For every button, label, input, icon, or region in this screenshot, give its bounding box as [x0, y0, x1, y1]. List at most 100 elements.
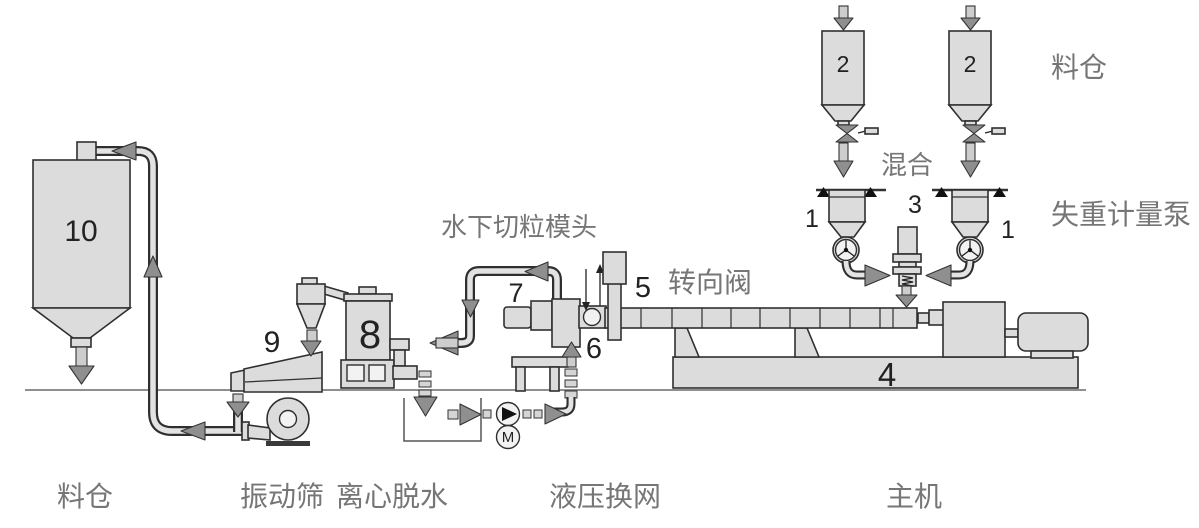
rotor-hub [843, 247, 849, 253]
number-2: 2 [837, 51, 850, 77]
flow-arrow-right-icon [864, 264, 891, 287]
thin-arrow-up-icon [596, 264, 604, 273]
number-8: 8 [359, 313, 381, 357]
flow-arrow-down-icon [68, 365, 95, 385]
infeed-arrow-shaft [965, 5, 976, 20]
hose-segment [564, 379, 578, 388]
valve-actuator [602, 251, 627, 285]
flow-arrow-left-icon [524, 261, 549, 282]
blower-outlet [247, 424, 271, 441]
weigh-mount-icon [935, 187, 948, 197]
number-7: 7 [508, 278, 523, 308]
hopper-stub [837, 120, 850, 126]
label-centrifugal-dewatering: 离心脱水 [336, 481, 448, 512]
hopper-body [821, 30, 865, 106]
flow-arrow-down-icon [413, 396, 438, 417]
flow-arrow-down-icon [833, 17, 854, 31]
flow-arrow-down-icon [833, 160, 854, 178]
flow-arrow-down-icon [960, 17, 981, 31]
flow-arrow-right-icon [544, 403, 567, 425]
water-tank [403, 398, 482, 442]
pellet-water-pipe [429, 261, 562, 356]
hopper-right: 2 [947, 5, 1006, 178]
dryer-top-cap [358, 286, 377, 295]
hopper-cone [947, 104, 993, 122]
valve-handle [991, 127, 1006, 135]
stand-leg [515, 366, 526, 392]
dryer-lid [343, 293, 393, 302]
gearbox [942, 301, 1006, 358]
motor-shaft [1004, 328, 1019, 338]
suction-stub [447, 409, 459, 420]
discharge-arrow-shaft [965, 142, 976, 164]
stand-top [511, 356, 569, 368]
barrel-support [674, 327, 701, 358]
feeder-cone [827, 221, 867, 238]
infeed-arrow-shaft [838, 5, 849, 20]
hose-segment [564, 368, 578, 377]
feeder-right: 1 [925, 187, 1015, 287]
vibrating-screen: 9 [226, 326, 323, 418]
flow-arrow-left-icon [925, 264, 952, 287]
mixer-spring-box [898, 273, 917, 287]
coupling [917, 312, 930, 324]
spring-icon [901, 275, 914, 287]
mixer: 3 [892, 191, 922, 308]
hose-segment [418, 370, 432, 378]
cyclone-cone [295, 303, 327, 329]
flow-arrow-right-icon [459, 403, 482, 426]
main-motor [1017, 312, 1089, 352]
label-main-machine: 主机 [886, 481, 942, 512]
pump-rotor-icon [502, 407, 517, 421]
extruder: 4 [604, 301, 1089, 393]
label-loss-in-weight-feeder: 失重计量泵 [1051, 199, 1191, 230]
flow-arrow-down-icon [960, 160, 981, 178]
weigh-mount-icon [864, 187, 877, 197]
blower-base [266, 441, 310, 446]
dryer-inlet-ledge [389, 338, 410, 351]
silo-neck [76, 141, 97, 162]
feeder-cone [950, 221, 990, 238]
flow-arrow-down-icon [300, 340, 322, 357]
dryer-base-window [368, 364, 386, 382]
hopper-cone [820, 104, 866, 122]
pump-motor-label: M [502, 429, 515, 446]
flow-arrow-left-icon [111, 141, 137, 161]
hose-segment [482, 409, 492, 419]
number-10: 10 [64, 215, 97, 248]
label-hydraulic-screen-changer: 液压换网 [549, 481, 661, 512]
number-5: 5 [635, 272, 651, 304]
blower-hub [278, 409, 298, 429]
hose-segment [522, 409, 532, 419]
motor-pedestal [1030, 350, 1074, 359]
dryer-drain-spout [393, 349, 406, 367]
stand-leg [549, 366, 560, 392]
mixer-cylinder [897, 226, 918, 255]
flow-arrow-down-icon [226, 401, 250, 418]
barrel-support [794, 327, 821, 358]
number-1: 1 [805, 205, 819, 233]
inlet-arrow-shaft [435, 337, 459, 349]
blower [241, 397, 310, 446]
label-underwater-die: 水下切粒模头 [441, 212, 597, 242]
cyclone-separator [295, 277, 349, 357]
coupling [928, 309, 945, 326]
number-1: 1 [1001, 216, 1015, 244]
silo-outlet [70, 337, 92, 348]
hydraulic-arrow-shaft [566, 356, 577, 368]
breaker-plate [582, 307, 602, 327]
hopper-left: 2 [820, 5, 879, 178]
pipe-inner [456, 268, 560, 346]
weigh-mount-icon [817, 187, 830, 197]
discharge-arrow-shaft [838, 142, 849, 164]
product-silo: 10 [30, 141, 133, 385]
hydraulic-pump-unit: M [447, 341, 582, 450]
flow-arrow-left-icon [180, 421, 206, 441]
screen-changer-body [551, 298, 581, 348]
extruder-base [672, 356, 1079, 389]
feeder-left: 1 [805, 187, 891, 287]
hose-segment [564, 390, 578, 399]
dryer-drain-valve [392, 365, 418, 380]
labels: 料仓 混合 失重计量泵 转向阀 水下切粒模头 料仓 振动筛 离心脱水 液压换网 … [57, 52, 1191, 512]
